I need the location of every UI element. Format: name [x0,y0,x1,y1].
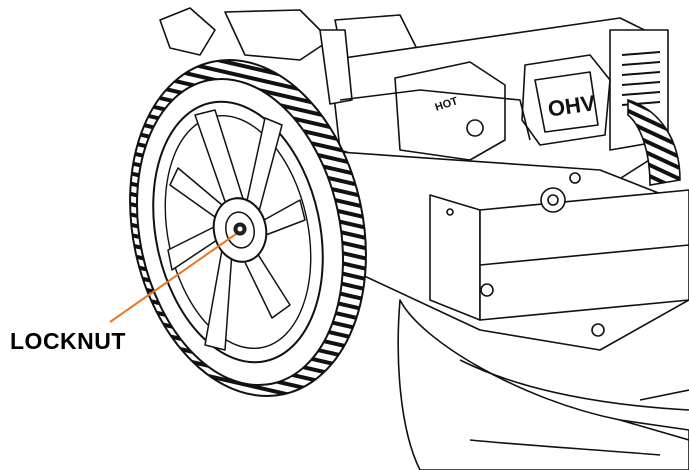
wheel-spokes [167,109,306,351]
engine-assembly [159,7,669,186]
locknut-leader-line [109,233,237,323]
front-wheel [129,59,367,397]
locknut-label: LOCKNUT [10,328,126,354]
rear-wheel-right [627,98,681,186]
frame-deck [309,149,689,470]
